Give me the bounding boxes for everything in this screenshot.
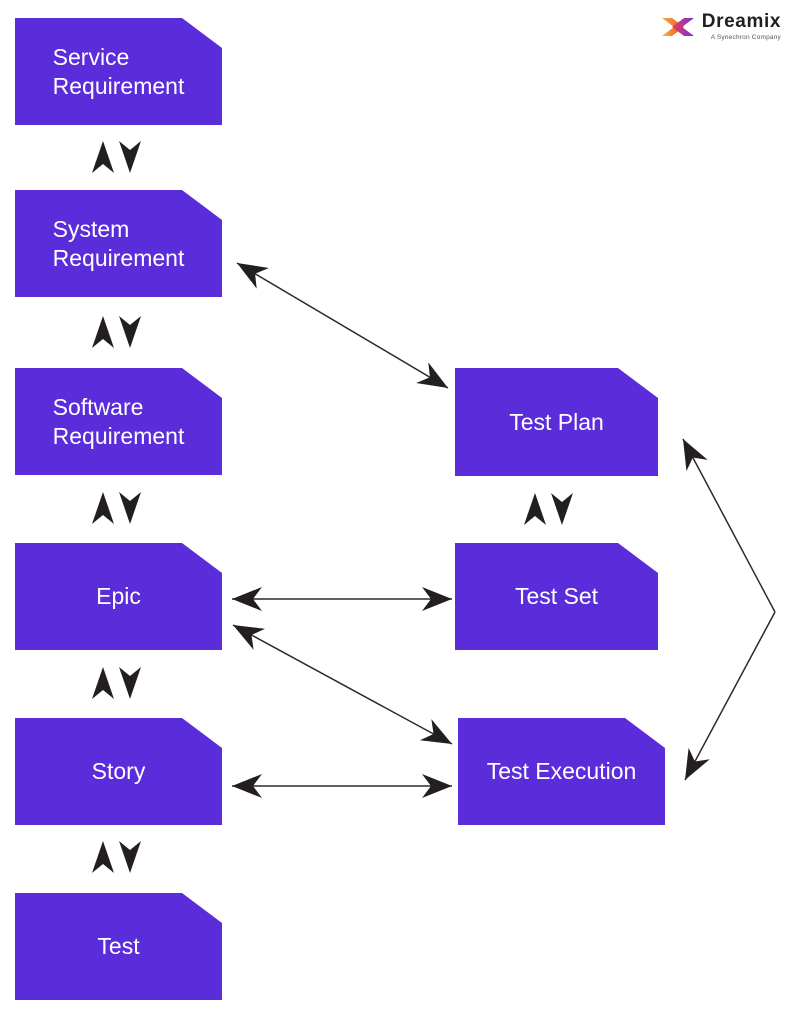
node-software-requirement: Software Requirement [15, 368, 222, 475]
node-label: Test Plan [509, 408, 604, 435]
arrowhead-icon [119, 492, 141, 524]
node-label: System Requirement [52, 215, 185, 271]
node-system-requirement: System Requirement [15, 190, 222, 297]
updown-service-system [92, 141, 141, 173]
node-story: Story [15, 718, 222, 825]
node-test-set: Test Set [455, 543, 658, 650]
arrowhead-icon [233, 625, 266, 650]
updown-software-epic [92, 492, 141, 524]
node-label: Service Requirement [52, 43, 185, 99]
arrowhead-icon [422, 587, 452, 611]
node-test-plan: Test Plan [455, 368, 658, 476]
node-label: Test Set [514, 583, 599, 610]
arrowhead-icon [685, 747, 710, 780]
arrowhead-icon [683, 439, 708, 472]
node-test: Test [15, 893, 222, 1000]
arrowhead-icon [92, 492, 114, 524]
arrow-epic-test-execution [232, 624, 453, 745]
node-label: Epic [96, 583, 141, 610]
updown-system-software [92, 316, 141, 348]
arrowhead-icon [416, 362, 448, 388]
updown-epic-story [92, 667, 141, 699]
arrow-story-test-execution [232, 774, 452, 798]
arrowhead-icon [92, 667, 114, 699]
node-label: Software Requirement [52, 393, 185, 449]
arrowhead-icon [232, 774, 262, 798]
arrowhead-icon [119, 316, 141, 348]
logo-tagline-text: A Synechron Company [710, 34, 781, 41]
arrowhead-icon [237, 263, 269, 289]
arrowhead-icon [92, 316, 114, 348]
arrowhead-icon [119, 141, 141, 173]
arrowhead-icon [524, 493, 546, 525]
updown-test-plan-test-set [524, 493, 573, 525]
node-label: Story [91, 758, 146, 785]
node-label: Test [97, 933, 140, 960]
arrowhead-icon [551, 493, 573, 525]
arrow-system-requirement-test-plan [236, 262, 449, 389]
arrowhead-icon [119, 841, 141, 873]
node-epic: Epic [15, 543, 222, 650]
updown-story-test [92, 841, 141, 873]
arrowhead-icon [92, 841, 114, 873]
dreamix-logo-icon [661, 17, 694, 36]
node-test-execution: Test Execution [458, 718, 665, 825]
arrowhead-icon [232, 587, 262, 611]
arrowhead-icon [119, 667, 141, 699]
arrowhead-icon [422, 774, 452, 798]
node-service-requirement: Service Requirement [15, 18, 222, 125]
arrowhead-icon [419, 719, 452, 744]
node-label: Test Execution [486, 758, 637, 785]
arrow-epic-test-set [232, 587, 452, 611]
dreamix-logo: Dreamix A Synechron Company [661, 12, 781, 41]
arrowhead-icon [92, 141, 114, 173]
arrow-junction-test-execution [684, 611, 776, 781]
logo-brand-text: Dreamix [701, 11, 781, 32]
arrow-junction-test-plan [682, 438, 776, 613]
